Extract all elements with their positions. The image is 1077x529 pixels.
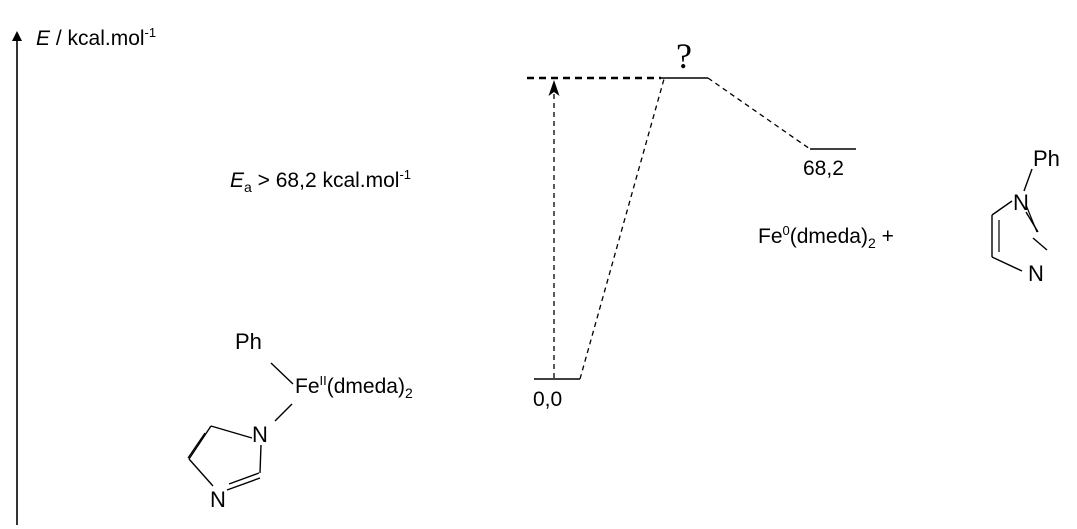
reactant-ligand: (dmeda) [326,375,405,398]
product-metal: Fe [758,225,783,248]
product-ligand-count: 2 [867,235,876,251]
product-plus-sign: + [875,225,894,248]
product-ligand: (dmeda) [789,225,868,248]
activation-energy-exponent: -1 [399,167,412,182]
activation-arrowhead [548,80,560,96]
reactant-oxidation-state: II [319,373,327,388]
product-complex-label: Fe0(dmeda)2 + [758,223,894,250]
reaction-path-descent [707,77,811,150]
reaction-path-rise [579,78,665,380]
reactant-bonds [187,362,294,491]
energy-axis-symbol: E [36,27,51,50]
product-energy-value: 68,2 [803,157,844,180]
product-bonds [991,168,1048,272]
product-ring-n3: N [1028,261,1044,286]
activation-energy-subscript: a [244,179,252,195]
energy-axis-label: E / kcal.mol-1 [36,25,157,50]
reactant-metal: Fe [295,375,320,398]
transition-state-unknown-mark: ? [676,36,692,76]
reactant-energy-value: 0,0 [533,388,563,411]
reactant-phenyl-label: Ph [235,329,262,354]
reactant-ring-n1: N [252,422,268,447]
product-ring-n1: N [1013,190,1029,215]
energy-axis-exponent: -1 [144,25,157,40]
activation-energy-label: Ea > 68,2 kcal.mol-1 [230,167,412,194]
product-phenyl-label: Ph [1033,146,1060,171]
reactant-ring-n3: N [210,487,226,512]
reactant-ligand-count: 2 [404,385,413,401]
reactant-complex-label: FeII(dmeda)2 [295,373,413,400]
activation-energy-value: > 68,2 kcal.mol [251,169,400,192]
energy-axis-unit: / kcal.mol [50,27,145,50]
activation-energy-symbol: E [230,169,245,192]
product-oxidation-state: 0 [782,223,790,238]
